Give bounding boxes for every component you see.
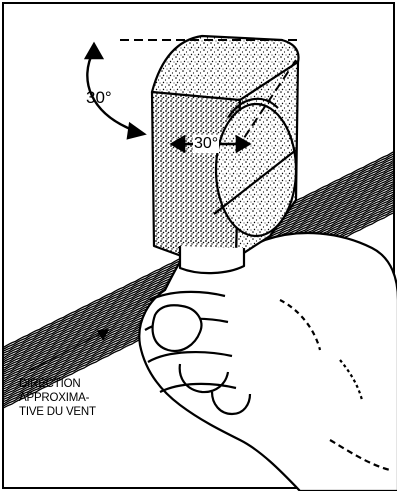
wind-direction-caption: DIRECTION APPROXIMA- TIVE DU VENT <box>19 377 96 419</box>
rotation-angle-label: 30° <box>193 135 219 153</box>
wind-caption-line-1: DIRECTION <box>19 377 96 391</box>
wind-caption-line-3: TIVE DU VENT <box>19 405 96 419</box>
tilt-angle-label: 30° <box>86 88 112 108</box>
wind-caption-line-2: APPROXIMA- <box>19 391 96 405</box>
